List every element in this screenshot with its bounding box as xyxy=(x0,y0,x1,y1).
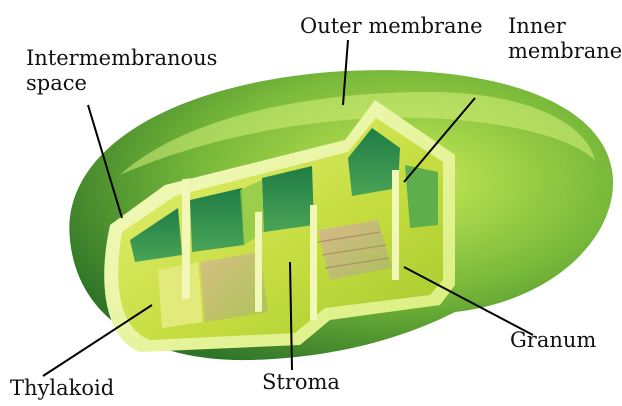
label-granum: Granum xyxy=(510,328,596,353)
label-stroma: Stroma xyxy=(262,370,340,395)
label-intermembranous-space: Intermembranous space xyxy=(26,46,217,96)
label-inner-membrane-line-1: Inner xyxy=(508,14,622,39)
label-thylakoid: Thylakoid xyxy=(10,376,114,401)
label-inner-membrane: Inner membrane xyxy=(508,14,622,64)
label-intermembranous-space-line-1: Intermembranous xyxy=(26,46,217,71)
label-intermembranous-space-line-2: space xyxy=(26,71,217,96)
label-outer-membrane: Outer membrane xyxy=(300,14,483,39)
label-inner-membrane-line-2: membrane xyxy=(508,39,622,64)
